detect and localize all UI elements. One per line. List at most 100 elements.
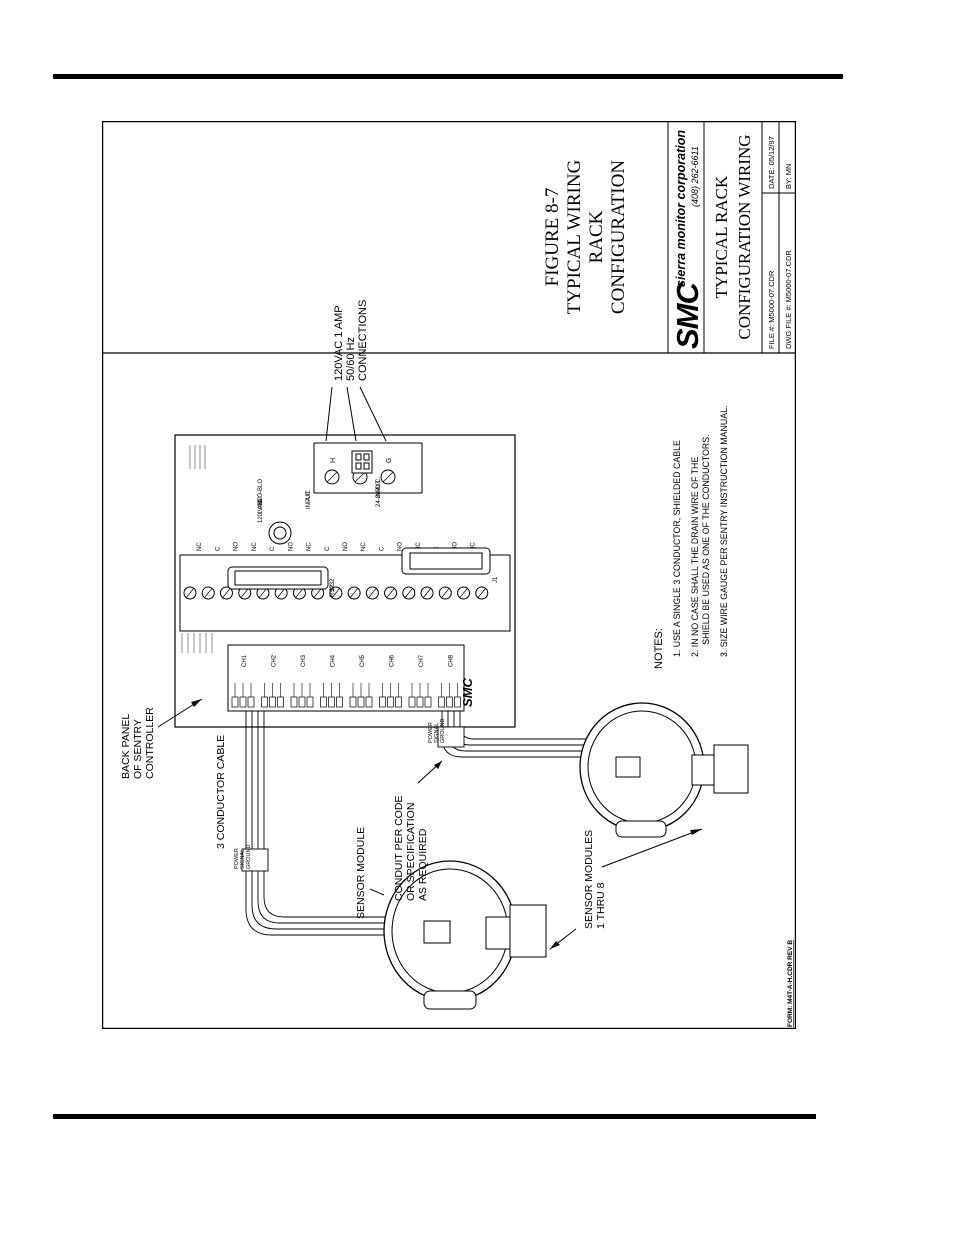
sensor-input-2: CH2 [261,654,284,708]
cable-wire-labels-1: POWER SIGNAL GROUND [234,845,252,869]
cable-1-signal: SIGNAL [240,849,246,869]
sensor-input-connectors: CH1 CH2 CH3 CH4 CH5 CH6 CH7 CH8 [227,644,465,712]
ac-input-label-2: INPUT [306,491,312,509]
relay-terminal-label: NC [197,542,203,551]
relay-terminal-label: NO [398,542,404,551]
sensor-input-3: CH3 [290,654,314,708]
bottom-rule [53,1114,816,1119]
cable-2-signal: SIGNAL [434,723,440,743]
file-number: FILE #: M5000-07.CDR [767,270,776,349]
relay-terminal-screw [183,586,197,600]
controller-back-panel: NCCNONCCNONCCNONCCNONCCNONC CH1CH2CH3CH4… [174,434,516,728]
cable-2-power: POWER [428,722,434,743]
ac-terminal-label: H [330,458,337,463]
drawn-by: BY: MN [784,164,793,189]
conduit-line-2: OR SPECIFICATION [405,803,417,901]
drawing-title-line-2: CONFIGURATION WIRING [735,134,754,339]
top-rule [53,74,843,79]
sensor-modules-callout: SENSOR MODULES 1 THRU 8 [549,828,703,950]
note-1: 1. USE A SINGLE 3 CONDUCTOR, SHIELDED CA… [672,440,682,657]
sensor-input-label: CH5 [360,654,366,667]
note-2-continued: SHIELD BE USED AS ONE OF THE CONDUCTORS. [701,434,711,657]
rs232-ref: J2 [330,584,336,591]
relay-terminal-label: C [270,546,276,551]
cable-1-power: POWER [234,848,240,869]
drawing-sheet: SMC sierra monitor corporation (408) 262… [101,120,797,1030]
dwg-file-number: DWG FILE #: M5000-07.CDR [784,250,793,349]
cable-2-ground: GROUND [440,719,446,743]
figure-number: FIGURE 8-7 [542,188,563,287]
relay-terminal-screw [238,586,252,600]
relay-terminal-label: NO [343,542,349,551]
relay-terminal-screw [438,586,452,600]
figure-title-line-3: CONFIGURATION [608,160,629,314]
dc-input-label-1: D.C. [376,477,382,489]
sensor-input-6: CH6 [379,654,402,708]
smc-logo: SMC [670,282,705,350]
relay-terminal-screw [420,586,434,600]
relay-terminal-label: C [379,546,385,551]
sensor-modules-line-1: SENSOR MODULES [583,830,595,929]
notes: NOTES: 1. USE A SINGLE 3 CONDUCTOR, SHIE… [653,406,729,669]
relay-terminal-screw [329,586,343,600]
back-panel-callout: BACK PANEL OF SENTRY CONTROLLER [120,698,203,779]
relay-terminal-screw [365,586,379,600]
cable-label: 3 CONDUCTOR CABLE [215,735,227,849]
conduit-line-1: CONDUIT PER CODE [393,796,405,901]
panel-fine-print [181,445,213,653]
cable-1-ground: GROUND [246,845,252,869]
relay-terminal-screw [219,586,233,600]
sensor-input-1: CH1 [231,654,255,708]
cable-to-sensor-1 [241,711,488,936]
fuse-label-2: 1 AMP [258,496,264,514]
ac-input-label-1: A.C. [306,489,312,501]
relay-terminal-label: NC [416,542,422,551]
sensor-input-label: CH1 [242,654,248,667]
dc-input-label-3: 24-28V [376,488,382,507]
relay-terminal-screw [384,586,398,600]
sensor-module-label: SENSOR MODULE [355,827,367,919]
relay-terminal-label: NC [252,542,258,551]
fuse-holder: 120 VAC 1 AMP SLO-BLO [258,479,292,545]
relay-terminal-label: C [215,546,221,551]
relay-terminal-label: NO [452,542,458,551]
relay-terminal-label: NC [361,542,367,551]
sensor-input-8: CH8 [438,654,461,708]
j1-connector: J1 [401,547,499,583]
relay-terminal-label: C [325,546,331,551]
figure-title-line-1: TYPICAL WIRING [564,159,585,314]
sensor-module-2 [579,702,749,838]
company-phone: (408) 262-6611 [690,146,700,207]
cable-wire-labels-2: POWER SIGNAL GROUND [428,719,446,743]
relay-terminal-screw [457,586,471,600]
wiring-drawing: SMC sierra monitor corporation (408) 262… [101,120,797,1030]
rs232-label: RS232 [330,578,336,597]
sensor-input-label: CH7 [419,654,425,667]
conduit-line-3: AS REQUIRED [417,828,429,901]
power-connections-line-1: 120VAC 1 AMP [333,305,345,381]
figure-caption: FIGURE 8-7 TYPICAL WIRING RACK CONFIGURA… [542,159,629,314]
sensor-input-label: CH2 [272,654,278,667]
ac-terminal-label: G [386,458,393,463]
relay-terminal-label: NC [307,542,313,551]
back-panel-line-3: CONTROLLER [144,707,156,779]
drawing-title-line-1: TYPICAL RACK [712,175,731,298]
relay-terminal-label: NC [471,542,477,551]
sensor-input-label: CH6 [390,654,396,667]
figure-title-line-2: RACK [586,210,607,263]
sensor-input-label: CH3 [301,654,307,667]
sensor-input-label: CH4 [331,654,337,667]
relay-terminal-screw [402,586,416,600]
fuse-label-3: SLO-BLO [258,479,264,505]
back-panel-line-1: BACK PANEL [120,714,132,779]
panel-logo: SMC [460,678,475,708]
dc-input-block: D.C. INPUT 24-28V [351,450,382,507]
j1-label: J1 [493,576,499,583]
cable-to-sensor-2 [437,711,602,758]
drawing-date: DATE: 05/12/97 [767,136,776,189]
sensor-module-1 [383,860,547,1010]
sensor-module-callout: SENSOR MODULE [355,827,385,919]
company-name: sierra monitor corporation [674,130,688,287]
relay-terminal-screw [201,586,215,600]
notes-heading: NOTES: [653,628,665,669]
